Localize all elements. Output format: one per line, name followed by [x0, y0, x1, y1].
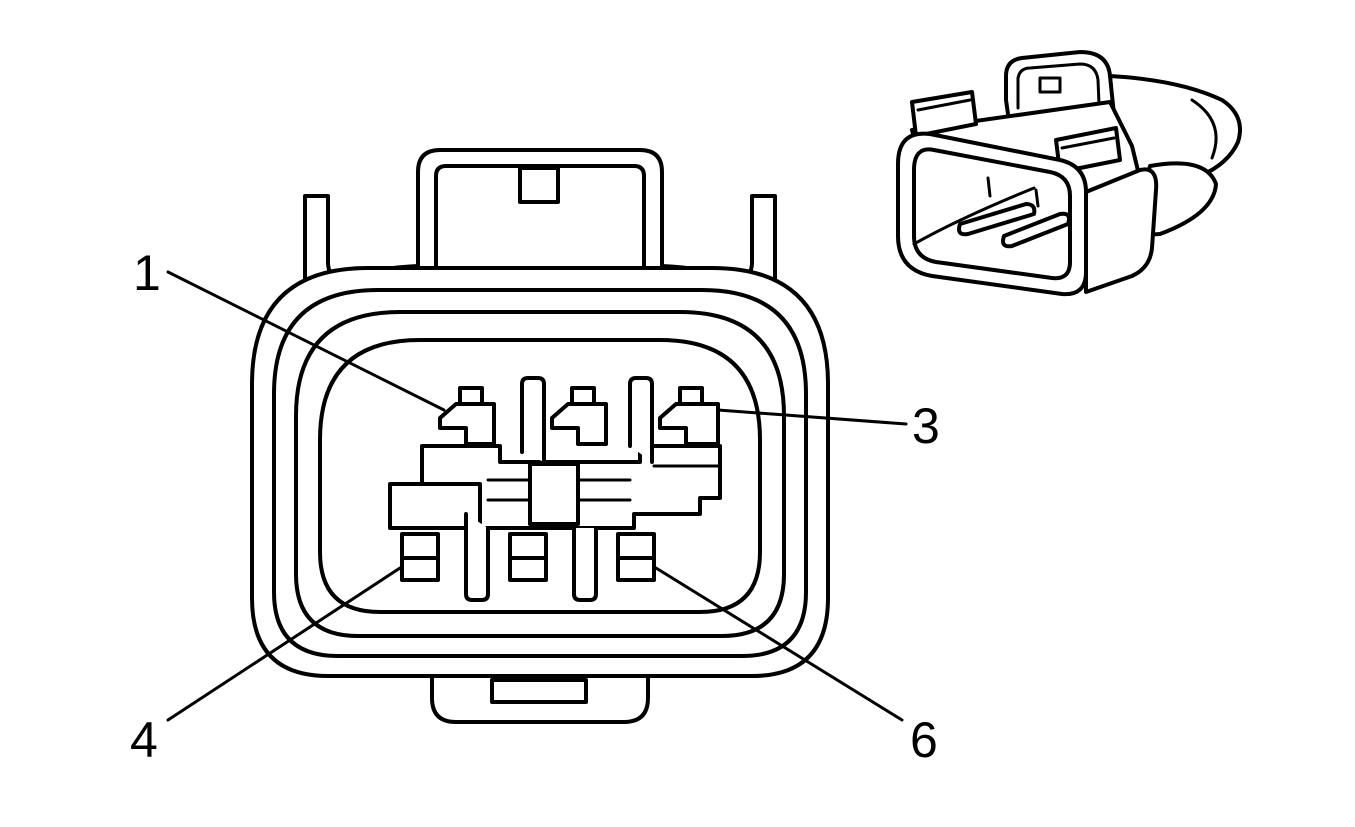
callout-1: 1	[133, 245, 161, 301]
leader-4	[166, 566, 402, 722]
callout-4: 4	[130, 712, 158, 768]
cavity-wall-outer	[294, 310, 786, 638]
leader-lines	[166, 270, 908, 722]
leader-1	[166, 270, 446, 412]
pin-3-cavity	[658, 386, 720, 446]
pin-6-cavity	[616, 532, 656, 582]
pin-5-cavity	[508, 532, 548, 582]
connector-face-view	[250, 148, 830, 724]
pin-4-cavity	[400, 532, 440, 582]
top-lock-tab	[416, 148, 664, 270]
callout-6: 6	[910, 712, 938, 768]
shell-inner-line	[272, 288, 808, 658]
leader-6	[654, 566, 904, 722]
pin-1-cavity	[438, 386, 496, 446]
pin-2-cavity	[550, 386, 608, 446]
connector-isometric-view	[896, 50, 1242, 297]
cavity-wall-inner	[318, 338, 762, 614]
leader-3	[716, 408, 908, 426]
bottom-latch	[430, 674, 650, 724]
terminal-blades	[464, 376, 654, 602]
callout-3: 3	[912, 398, 940, 454]
callout-labels: 1 3 4 6	[130, 245, 940, 768]
